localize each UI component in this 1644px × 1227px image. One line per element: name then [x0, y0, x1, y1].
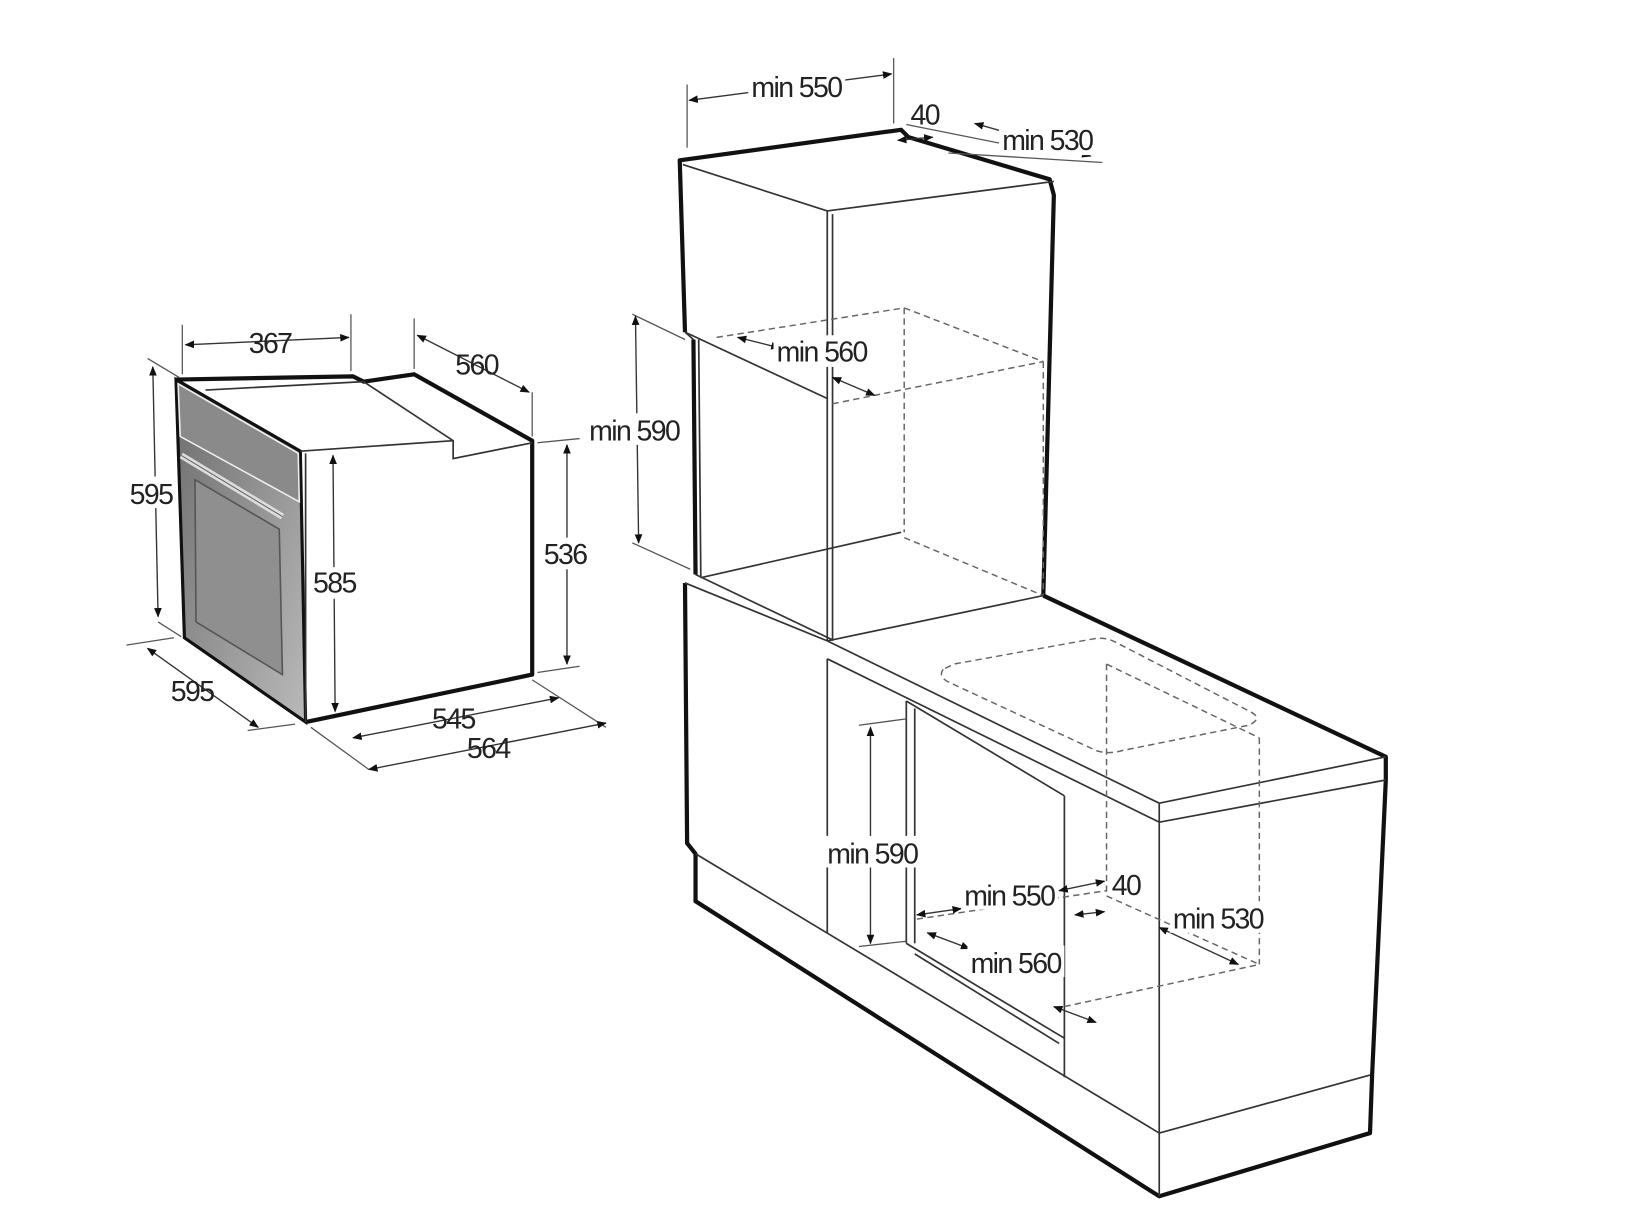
dim-lower-niche-depth: min 560: [971, 948, 1062, 980]
dim-upper-niche-depth: min 560: [777, 337, 868, 369]
cabinet-drawing: min 550 40 min 530 min 560 min 590 min 5…: [585, 58, 1388, 1199]
oven-control-panel: [177, 382, 301, 504]
dim-upper-width: min 550: [751, 72, 842, 104]
dim-536: 536: [544, 539, 587, 571]
dim-lower-niche-height: min 590: [827, 838, 918, 870]
dim-lower-gap: 40: [1112, 870, 1141, 902]
dim-upper-depth: min 530: [1002, 125, 1093, 157]
dim-upper-gap: 40: [911, 100, 940, 132]
dim-560: 560: [455, 349, 498, 381]
dim-585: 585: [313, 567, 356, 599]
dim-lower-width: min 550: [964, 880, 1055, 912]
dim-545: 545: [432, 703, 475, 735]
dim-367: 367: [249, 328, 292, 360]
dim-lower-depth: min 530: [1173, 904, 1264, 936]
dim-595-height: 595: [130, 479, 173, 511]
dim-595-width: 595: [171, 676, 214, 708]
oven-drawing: 367 560 595 585 536 595 545 564: [126, 314, 607, 772]
dim-564: 564: [467, 733, 510, 765]
dim-upper-niche-height: min 590: [589, 416, 680, 448]
oven-door-window: [194, 478, 284, 677]
